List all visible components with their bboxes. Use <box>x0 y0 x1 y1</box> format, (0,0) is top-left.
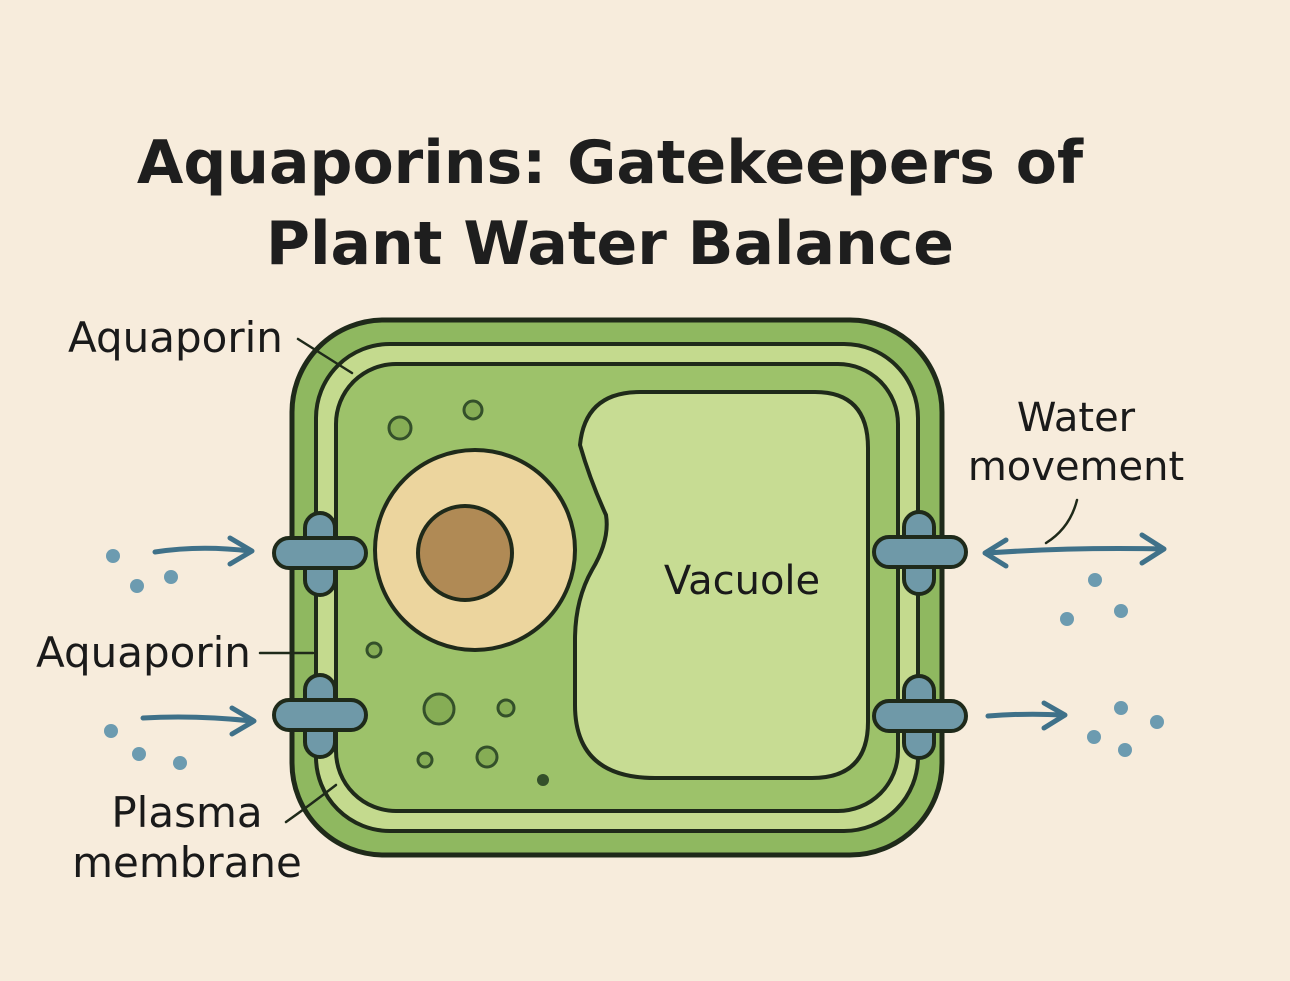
label-aquaporin-top: Aquaporin <box>68 313 283 362</box>
label-water-movement-line-2: movement <box>968 444 1184 490</box>
water-dot <box>1150 715 1164 729</box>
leader-lines <box>258 337 1079 824</box>
arrow-left-bottom-in-head <box>229 705 257 737</box>
aquaporin-right-top <box>872 510 968 596</box>
aquaporin-left-bottom <box>272 673 368 759</box>
water-dot <box>132 747 146 761</box>
water-dot <box>164 570 178 584</box>
granule-dark <box>537 774 549 786</box>
label-plasma-membrane-line-2: membrane <box>72 838 302 887</box>
granule <box>365 641 383 659</box>
water-dot <box>1114 701 1128 715</box>
leader-plasma-membrane <box>284 783 338 824</box>
granule <box>462 399 484 421</box>
arrow-right-bottom-out-head <box>1041 700 1068 731</box>
aquaporin-left-top <box>272 511 368 597</box>
granule <box>496 698 516 718</box>
arrow-left-bottom-in <box>140 714 255 724</box>
water-dot <box>130 579 144 593</box>
granule <box>416 751 434 769</box>
arrow-right-bottom-out <box>985 711 1066 719</box>
vacuole-label: Vacuole <box>664 558 820 604</box>
water-dot <box>104 724 118 738</box>
label-water-movement-line-1: Water <box>1017 395 1136 441</box>
water-dot <box>173 756 187 770</box>
water-dot <box>106 549 120 563</box>
aquaporin-right-bottom <box>872 674 968 760</box>
water-dot <box>1114 604 1128 618</box>
granule <box>422 692 456 726</box>
water-dot <box>1087 730 1101 744</box>
water-dot <box>1088 573 1102 587</box>
arrow-right-top-double <box>984 546 1165 556</box>
label-plasma-membrane-line-1: Plasma <box>111 788 262 837</box>
water-dot <box>1118 743 1132 757</box>
granules <box>365 399 516 769</box>
water-molecules <box>104 549 1164 770</box>
leader-aquaporin-top <box>296 337 354 375</box>
title-line-1: Aquaporins: Gatekeepers of <box>137 128 1084 198</box>
granule <box>475 745 499 769</box>
leader-water-movement <box>1044 498 1079 545</box>
arrow-right-top-head-left <box>982 537 1009 569</box>
vacuole <box>573 390 870 780</box>
title-line-2: Plant Water Balance <box>266 209 954 279</box>
nucleolus <box>416 504 514 602</box>
granule <box>387 415 413 441</box>
water-dot <box>1060 612 1074 626</box>
label-aquaporin-mid: Aquaporin <box>36 628 251 677</box>
arrow-left-top-in-head <box>227 535 255 567</box>
arrow-left-top-in <box>152 545 253 555</box>
water-arrows <box>140 532 1167 737</box>
arrow-right-top-head-right <box>1139 532 1167 566</box>
